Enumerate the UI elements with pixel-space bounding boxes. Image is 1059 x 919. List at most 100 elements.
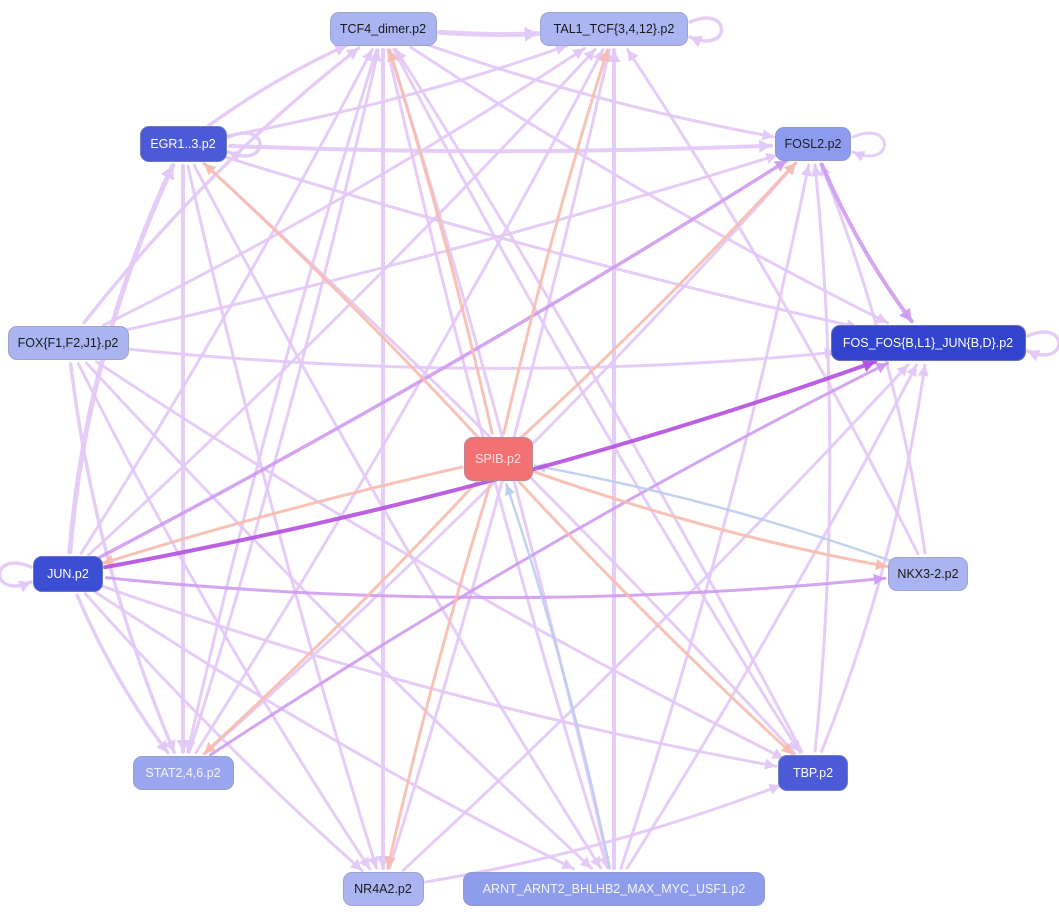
edge-FOX-TAL1[interactable] xyxy=(101,46,586,327)
node-label: TCF4_dimer.p2 xyxy=(339,22,427,36)
edge-FOX-ARNT[interactable] xyxy=(85,361,593,870)
edge-arrowhead xyxy=(367,856,379,869)
edge-TBP-FOSL2[interactable] xyxy=(810,163,832,753)
edge-JUN-STAT[interactable] xyxy=(75,593,170,755)
edge-NR4A2-FOS[interactable] xyxy=(401,363,910,872)
node-tbp-p2[interactable]: TBP.p2 xyxy=(778,755,848,791)
node-arnt-arnt2-bhlhb2-max-myc-usf1-p2[interactable]: ARNT_ARNT2_BHLHB2_MAX_MYC_USF1.p2 xyxy=(463,872,765,906)
edge-arrowhead xyxy=(160,165,175,181)
edge-arrowhead xyxy=(333,44,347,56)
edge-STAT-TCF4[interactable] xyxy=(188,48,382,754)
edge-arrowhead xyxy=(875,312,888,323)
edge-TCF4-TAL1[interactable] xyxy=(437,26,541,42)
edge-arrowhead xyxy=(359,856,370,869)
edge-arrowhead xyxy=(896,364,909,377)
edge-FOSL2-FOSL2[interactable] xyxy=(851,131,886,162)
edge-NKX3-TAL1[interactable] xyxy=(626,48,920,556)
edge-JUN-TAL1[interactable] xyxy=(86,47,597,557)
edge-arrowhead xyxy=(598,49,610,63)
edge-TAL1-TAL1[interactable] xyxy=(688,16,724,48)
edge-SPIB-JUN[interactable] xyxy=(100,465,463,566)
edge-arrowhead xyxy=(384,856,396,869)
node-egr1-3-p2[interactable]: EGR1..3.p2 xyxy=(139,126,227,162)
node-fos-fos-b-l1-jun-b-d-p2[interactable]: FOS_FOS{B,L1}_JUN{B,D}.p2 xyxy=(830,325,1026,361)
edge-arrowhead xyxy=(156,739,168,753)
edge-ARNT-SPIB[interactable] xyxy=(504,483,611,870)
edge-EGR1-STAT[interactable] xyxy=(176,164,190,754)
edge-FOSL2-FOS[interactable] xyxy=(819,162,914,324)
edge-ARNT-FOSL2[interactable] xyxy=(619,163,813,870)
edge-STAT-FOS[interactable] xyxy=(209,361,890,757)
edge-SPIB-EGR1[interactable] xyxy=(202,162,480,439)
edge-arrowhead xyxy=(783,163,796,175)
edge-JUN-NKX3[interactable] xyxy=(104,573,887,600)
edge-TCF4-FOSL2[interactable] xyxy=(422,42,776,141)
node-label: NKX3-2.p2 xyxy=(897,567,959,581)
node-label: SPIB.p2 xyxy=(475,452,521,466)
edge-SPIB-NKX3[interactable] xyxy=(530,469,889,571)
edge-EGR1-ARNT[interactable] xyxy=(192,163,603,870)
node-jun-p2[interactable]: JUN.p2 xyxy=(33,556,103,592)
edge-arrowhead xyxy=(362,49,373,62)
node-tcf4-dimer-p2[interactable]: TCF4_dimer.p2 xyxy=(329,12,437,46)
node-spib-p2[interactable]: SPIB.p2 xyxy=(463,437,533,481)
edge-SPIB-TAL1[interactable] xyxy=(502,48,610,435)
edge-FOX-NR4A2[interactable] xyxy=(76,362,372,871)
node-label: TAL1_TCF{3,4,12}.p2 xyxy=(553,22,675,36)
edge-SPIB-NR4A2[interactable] xyxy=(384,482,492,870)
edge-arrowhead xyxy=(810,165,822,177)
edge-SPIB-TCF4[interactable] xyxy=(387,48,494,435)
node-label: FOS_FOS{B,L1}_JUN{B,D}.p2 xyxy=(842,336,1014,350)
edge-ARNT-FOS[interactable] xyxy=(625,363,919,870)
edge-EGR1-TAL1[interactable] xyxy=(225,44,569,138)
edge-arrowhead xyxy=(899,307,912,322)
edge-JUN-TBP[interactable] xyxy=(99,584,778,770)
edge-arrowhead xyxy=(873,573,885,586)
node-label: FOX{F1,F2,J1}.p2 xyxy=(17,336,119,350)
edge-arrowhead xyxy=(768,783,781,795)
edge-JUN-NR4A2[interactable] xyxy=(83,592,364,872)
edge-arrowhead xyxy=(572,48,585,60)
edge-JUN-FOSL2[interactable] xyxy=(94,158,789,561)
edge-FOS-FOS[interactable] xyxy=(1025,330,1059,362)
edge-JUN-ARNT[interactable] xyxy=(91,589,575,871)
edge-arrowhead xyxy=(561,858,574,869)
edge-arrowhead xyxy=(583,49,596,62)
node-stat2-4-6-p2[interactable]: STAT2,4,6.p2 xyxy=(132,756,234,790)
edge-EGR1-TCF4[interactable] xyxy=(207,43,349,128)
edge-arrowhead xyxy=(102,554,115,566)
edge-JUN-TCF4[interactable] xyxy=(79,48,374,555)
edge-EGR1-NR4A2[interactable] xyxy=(186,164,379,870)
node-nkx3-2-p2[interactable]: NKX3-2.p2 xyxy=(888,557,968,591)
edge-arrowhead xyxy=(773,160,787,172)
edge-SPIB-STAT[interactable] xyxy=(202,479,480,756)
edge-arrowhead xyxy=(607,50,621,62)
edge-arrowhead xyxy=(350,858,363,871)
node-label: STAT2,4,6.p2 xyxy=(145,766,221,780)
edge-ARNT-TAL1[interactable] xyxy=(607,48,621,870)
edge-SPIB-TBP[interactable] xyxy=(516,479,795,756)
edge-FOX-TCF4[interactable] xyxy=(82,46,361,325)
edge-arrowhead xyxy=(345,48,359,60)
edge-arrowhead xyxy=(853,151,866,162)
node-label: JUN.p2 xyxy=(47,567,89,581)
edge-JUN-JUN[interactable] xyxy=(0,561,33,593)
node-tal1-tcf-3-4-12-p2[interactable]: TAL1_TCF{3,4,12}.p2 xyxy=(540,12,688,46)
edge-arrowhead xyxy=(164,739,176,753)
edge-arrowhead xyxy=(204,163,217,176)
node-nr4a2-p2[interactable]: NR4A2.p2 xyxy=(342,872,424,906)
edge-arrowhead xyxy=(504,484,515,496)
node-fox-f1-f2-j1-p2[interactable]: FOX{F1,F2,J1}.p2 xyxy=(7,326,129,360)
edge-arrowhead xyxy=(395,49,407,62)
node-fosl2-p2[interactable]: FOSL2.p2 xyxy=(775,127,851,161)
edge-arrowhead xyxy=(18,580,31,593)
edge-TBP-TCF4[interactable] xyxy=(394,48,804,754)
edge-arrowhead xyxy=(579,856,592,869)
edge-arrowhead xyxy=(1027,349,1041,362)
edge-arrowhead xyxy=(801,164,813,177)
edge-SPIB-FOSL2[interactable] xyxy=(519,161,797,440)
node-label: EGR1..3.p2 xyxy=(150,137,216,151)
edge-TBP-FOS[interactable] xyxy=(820,363,929,753)
edge-arrowhead xyxy=(765,152,778,164)
